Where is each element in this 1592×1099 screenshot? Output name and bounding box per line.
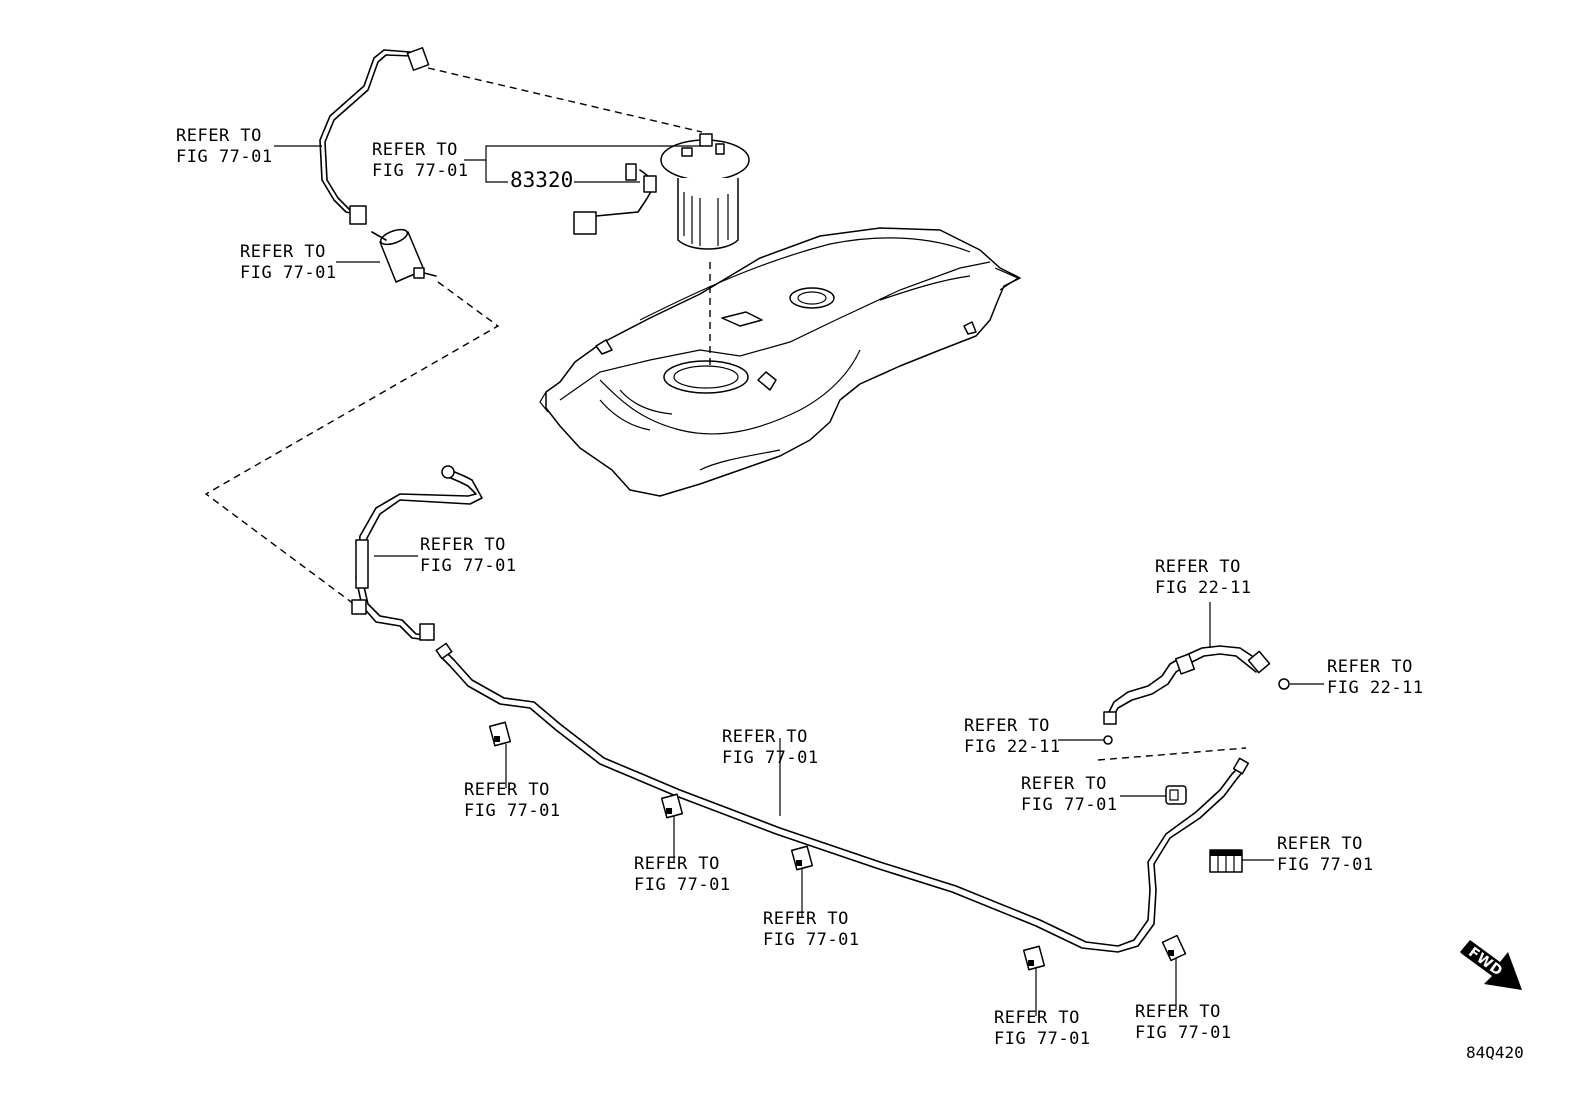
- part-number-83320: 83320: [510, 168, 574, 192]
- fwd-arrow-icon: [1460, 940, 1522, 990]
- clamp-2-icon: [660, 793, 684, 819]
- clamp-3-icon: [790, 845, 814, 871]
- fuel-filter: [204, 228, 500, 611]
- callout-line1: REFER TO: [464, 780, 550, 800]
- callout-line1: REFER TO: [1277, 834, 1363, 854]
- callout-line2: FIG 77-01: [634, 875, 731, 895]
- callout-line1: REFER TO: [634, 854, 720, 874]
- callout-line2: FIG 77-01: [1021, 795, 1118, 815]
- callout-line1: REFER TO: [964, 716, 1050, 736]
- callout-line1: REFER TO: [994, 1008, 1080, 1028]
- illustration-code: 84Q420: [1466, 1043, 1524, 1062]
- callout-line2: FIG 77-01: [176, 147, 273, 167]
- callout-line1: REFER TO: [420, 535, 506, 555]
- vent-hose: [1097, 645, 1290, 761]
- callout-line1: REFER TO: [1155, 557, 1241, 577]
- callout-line1: REFER TO: [1327, 657, 1413, 677]
- clamp-block-icon: [1209, 849, 1243, 873]
- callout-line1: REFER TO: [1135, 1002, 1221, 1022]
- callout-line2: FIG 77-01: [372, 161, 469, 181]
- callout-line2: FIG 77-01: [464, 801, 561, 821]
- callout-line2: FIG 77-01: [240, 263, 337, 283]
- clamp-4-icon: [1022, 945, 1046, 971]
- callout-line2: FIG 22-11: [964, 737, 1061, 757]
- clip-rear-icon: [1165, 785, 1187, 805]
- fuel-pump-assembly: [573, 133, 750, 370]
- callout-line2: FIG 77-01: [420, 556, 517, 576]
- clamp-5-icon: [1161, 934, 1187, 962]
- callout-line1: REFER TO: [240, 242, 326, 262]
- callout-line2: FIG 77-01: [722, 748, 819, 768]
- callout-line2: FIG 22-11: [1327, 678, 1424, 698]
- callout-line1: REFER TO: [372, 140, 458, 160]
- callout-line2: FIG 77-01: [1135, 1023, 1232, 1043]
- callout-line2: FIG 22-11: [1155, 578, 1252, 598]
- callout-line1: REFER TO: [176, 126, 262, 146]
- callout-line1: REFER TO: [1021, 774, 1107, 794]
- callout-line1: REFER TO: [763, 909, 849, 929]
- fuel-main-tube: [435, 642, 1250, 953]
- fuel-tank: [539, 227, 1021, 497]
- callout-line2: FIG 77-01: [1277, 855, 1374, 875]
- clamp-parts: [488, 721, 1243, 971]
- callout-line1: REFER TO: [722, 727, 808, 747]
- leader-lines: [274, 145, 1324, 1016]
- fuel-tube-front: [351, 465, 483, 641]
- fuel-tube-upper: [319, 47, 703, 225]
- clamp-1-icon: [488, 721, 512, 747]
- callout-line2: FIG 77-01: [763, 930, 860, 950]
- callout-line2: FIG 77-01: [994, 1029, 1091, 1049]
